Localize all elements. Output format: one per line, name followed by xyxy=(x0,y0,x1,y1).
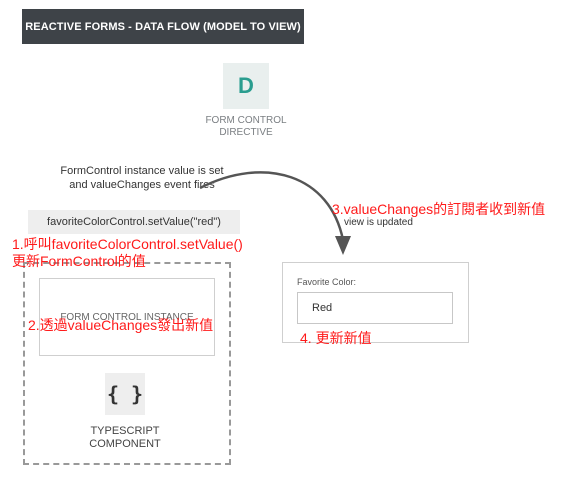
typescript-component-label: TYPESCRIPT COMPONENT xyxy=(60,425,190,451)
annotation-step-3: 3.valueChanges的訂閱者收到新值 xyxy=(332,201,546,217)
value-set-caption-line2: and valueChanges event fires xyxy=(69,179,215,191)
view-updated-caption: view is updated xyxy=(344,217,413,228)
form-control-instance: FORM CONTROL INSTANCE xyxy=(39,278,215,356)
directive-label-line1: FORM CONTROL xyxy=(205,115,287,126)
directive-label: FORM CONTROL DIRECTIVE xyxy=(190,115,302,139)
view-panel xyxy=(282,262,469,343)
annotation-step-1-line2: 更新FormControl的值 xyxy=(12,253,146,269)
value-set-caption-line1: FormControl instance value is set xyxy=(60,165,224,177)
favorite-color-input[interactable]: Red xyxy=(297,292,453,324)
annotation-step-1: 1.呼叫favoriteColorControl.setValue() 更新Fo… xyxy=(12,236,243,270)
flow-arrow-curve xyxy=(199,171,345,241)
annotation-step-4: 4. 更新新值 xyxy=(300,330,372,346)
flow-arrow-head xyxy=(335,236,351,255)
annotation-step-2: 2.透過valueChanges發出新值 xyxy=(28,317,214,333)
directive-icon: D xyxy=(223,63,269,109)
value-set-caption: FormControl instance value is set and va… xyxy=(42,164,242,192)
component-label-line2: COMPONENT xyxy=(89,438,161,450)
braces-icon: { } xyxy=(105,373,145,415)
component-label-line1: TYPESCRIPT xyxy=(90,425,160,437)
diagram-title: REACTIVE FORMS - DATA FLOW (MODEL TO VIE… xyxy=(22,9,304,44)
set-value-call: favoriteColorControl.setValue("red") xyxy=(28,210,240,234)
favorite-color-label: Favorite Color: xyxy=(297,277,357,287)
component-boundary xyxy=(23,262,231,465)
directive-label-line2: DIRECTIVE xyxy=(219,127,273,138)
annotation-step-1-line1: 1.呼叫favoriteColorControl.setValue() xyxy=(12,236,243,252)
